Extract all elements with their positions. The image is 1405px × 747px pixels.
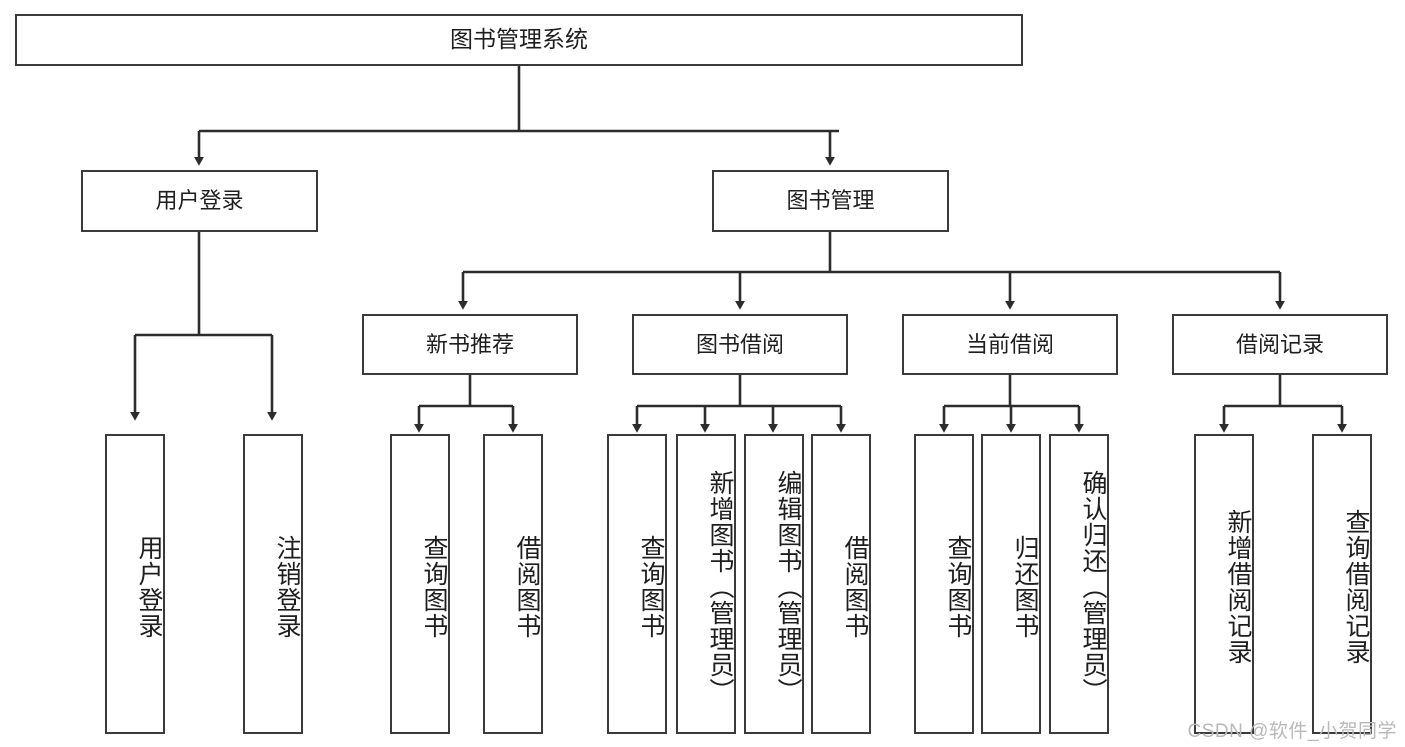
node-leaf-query-book-2[interactable]: 查询图书: [607, 434, 667, 734]
node-book-manage-label: 图书管理: [786, 188, 875, 214]
node-leaf-query-book-1-label: 查询图书: [420, 535, 448, 639]
node-leaf-query-book-3-label: 查询图书: [944, 535, 972, 639]
node-leaf-return-book[interactable]: 归还图书: [981, 434, 1041, 734]
node-leaf-add-book[interactable]: 新增图书（管理员）: [676, 434, 736, 734]
node-root-label: 图书管理系统: [450, 26, 588, 53]
node-leaf-confirm-return[interactable]: 确认归还（管理员）: [1049, 434, 1109, 734]
node-user-login-label: 用户登录: [155, 188, 244, 214]
node-leaf-edit-book-label: 编辑图书（管理员）: [774, 470, 802, 704]
node-leaf-logout-login[interactable]: 注销登录: [243, 434, 303, 734]
node-new-book-recommend[interactable]: 新书推荐: [362, 314, 578, 375]
node-book-manage[interactable]: 图书管理: [712, 170, 949, 232]
node-user-login[interactable]: 用户登录: [81, 170, 318, 232]
node-leaf-borrow-book-2[interactable]: 借阅图书: [811, 434, 871, 734]
node-leaf-query-book-1[interactable]: 查询图书: [390, 434, 450, 734]
node-book-borrow[interactable]: 图书借阅: [632, 314, 848, 375]
node-leaf-borrow-book-1[interactable]: 借阅图书: [483, 434, 543, 734]
node-leaf-query-book-2-label: 查询图书: [637, 535, 665, 639]
node-leaf-logout-login-label: 注销登录: [273, 535, 301, 639]
node-leaf-borrow-book-2-label: 借阅图书: [841, 535, 869, 639]
node-leaf-return-book-label: 归还图书: [1011, 535, 1039, 639]
node-current-borrow-label: 当前借阅: [965, 331, 1054, 357]
node-current-borrow[interactable]: 当前借阅: [902, 314, 1118, 375]
node-new-book-recommend-label: 新书推荐: [425, 331, 514, 357]
node-leaf-add-record[interactable]: 新增借阅记录: [1194, 434, 1254, 734]
node-borrow-record[interactable]: 借阅记录: [1172, 314, 1388, 375]
watermark: CSDN @软件_小贺同学: [1187, 721, 1397, 742]
node-leaf-user-login[interactable]: 用户登录: [105, 434, 165, 734]
node-leaf-add-book-label: 新增图书（管理员）: [706, 470, 734, 704]
node-leaf-add-record-label: 新增借阅记录: [1224, 509, 1252, 665]
node-leaf-edit-book[interactable]: 编辑图书（管理员）: [744, 434, 804, 734]
node-leaf-query-book-3[interactable]: 查询图书: [914, 434, 974, 734]
node-leaf-user-login-label: 用户登录: [135, 535, 163, 639]
node-borrow-record-label: 借阅记录: [1235, 331, 1324, 357]
node-leaf-confirm-return-label: 确认归还（管理员）: [1079, 470, 1107, 704]
node-leaf-borrow-book-1-label: 借阅图书: [513, 535, 541, 639]
node-leaf-query-record-label: 查询借阅记录: [1342, 509, 1370, 665]
node-leaf-query-record[interactable]: 查询借阅记录: [1312, 434, 1372, 734]
node-book-borrow-label: 图书借阅: [695, 331, 784, 357]
node-root[interactable]: 图书管理系统: [15, 14, 1023, 66]
